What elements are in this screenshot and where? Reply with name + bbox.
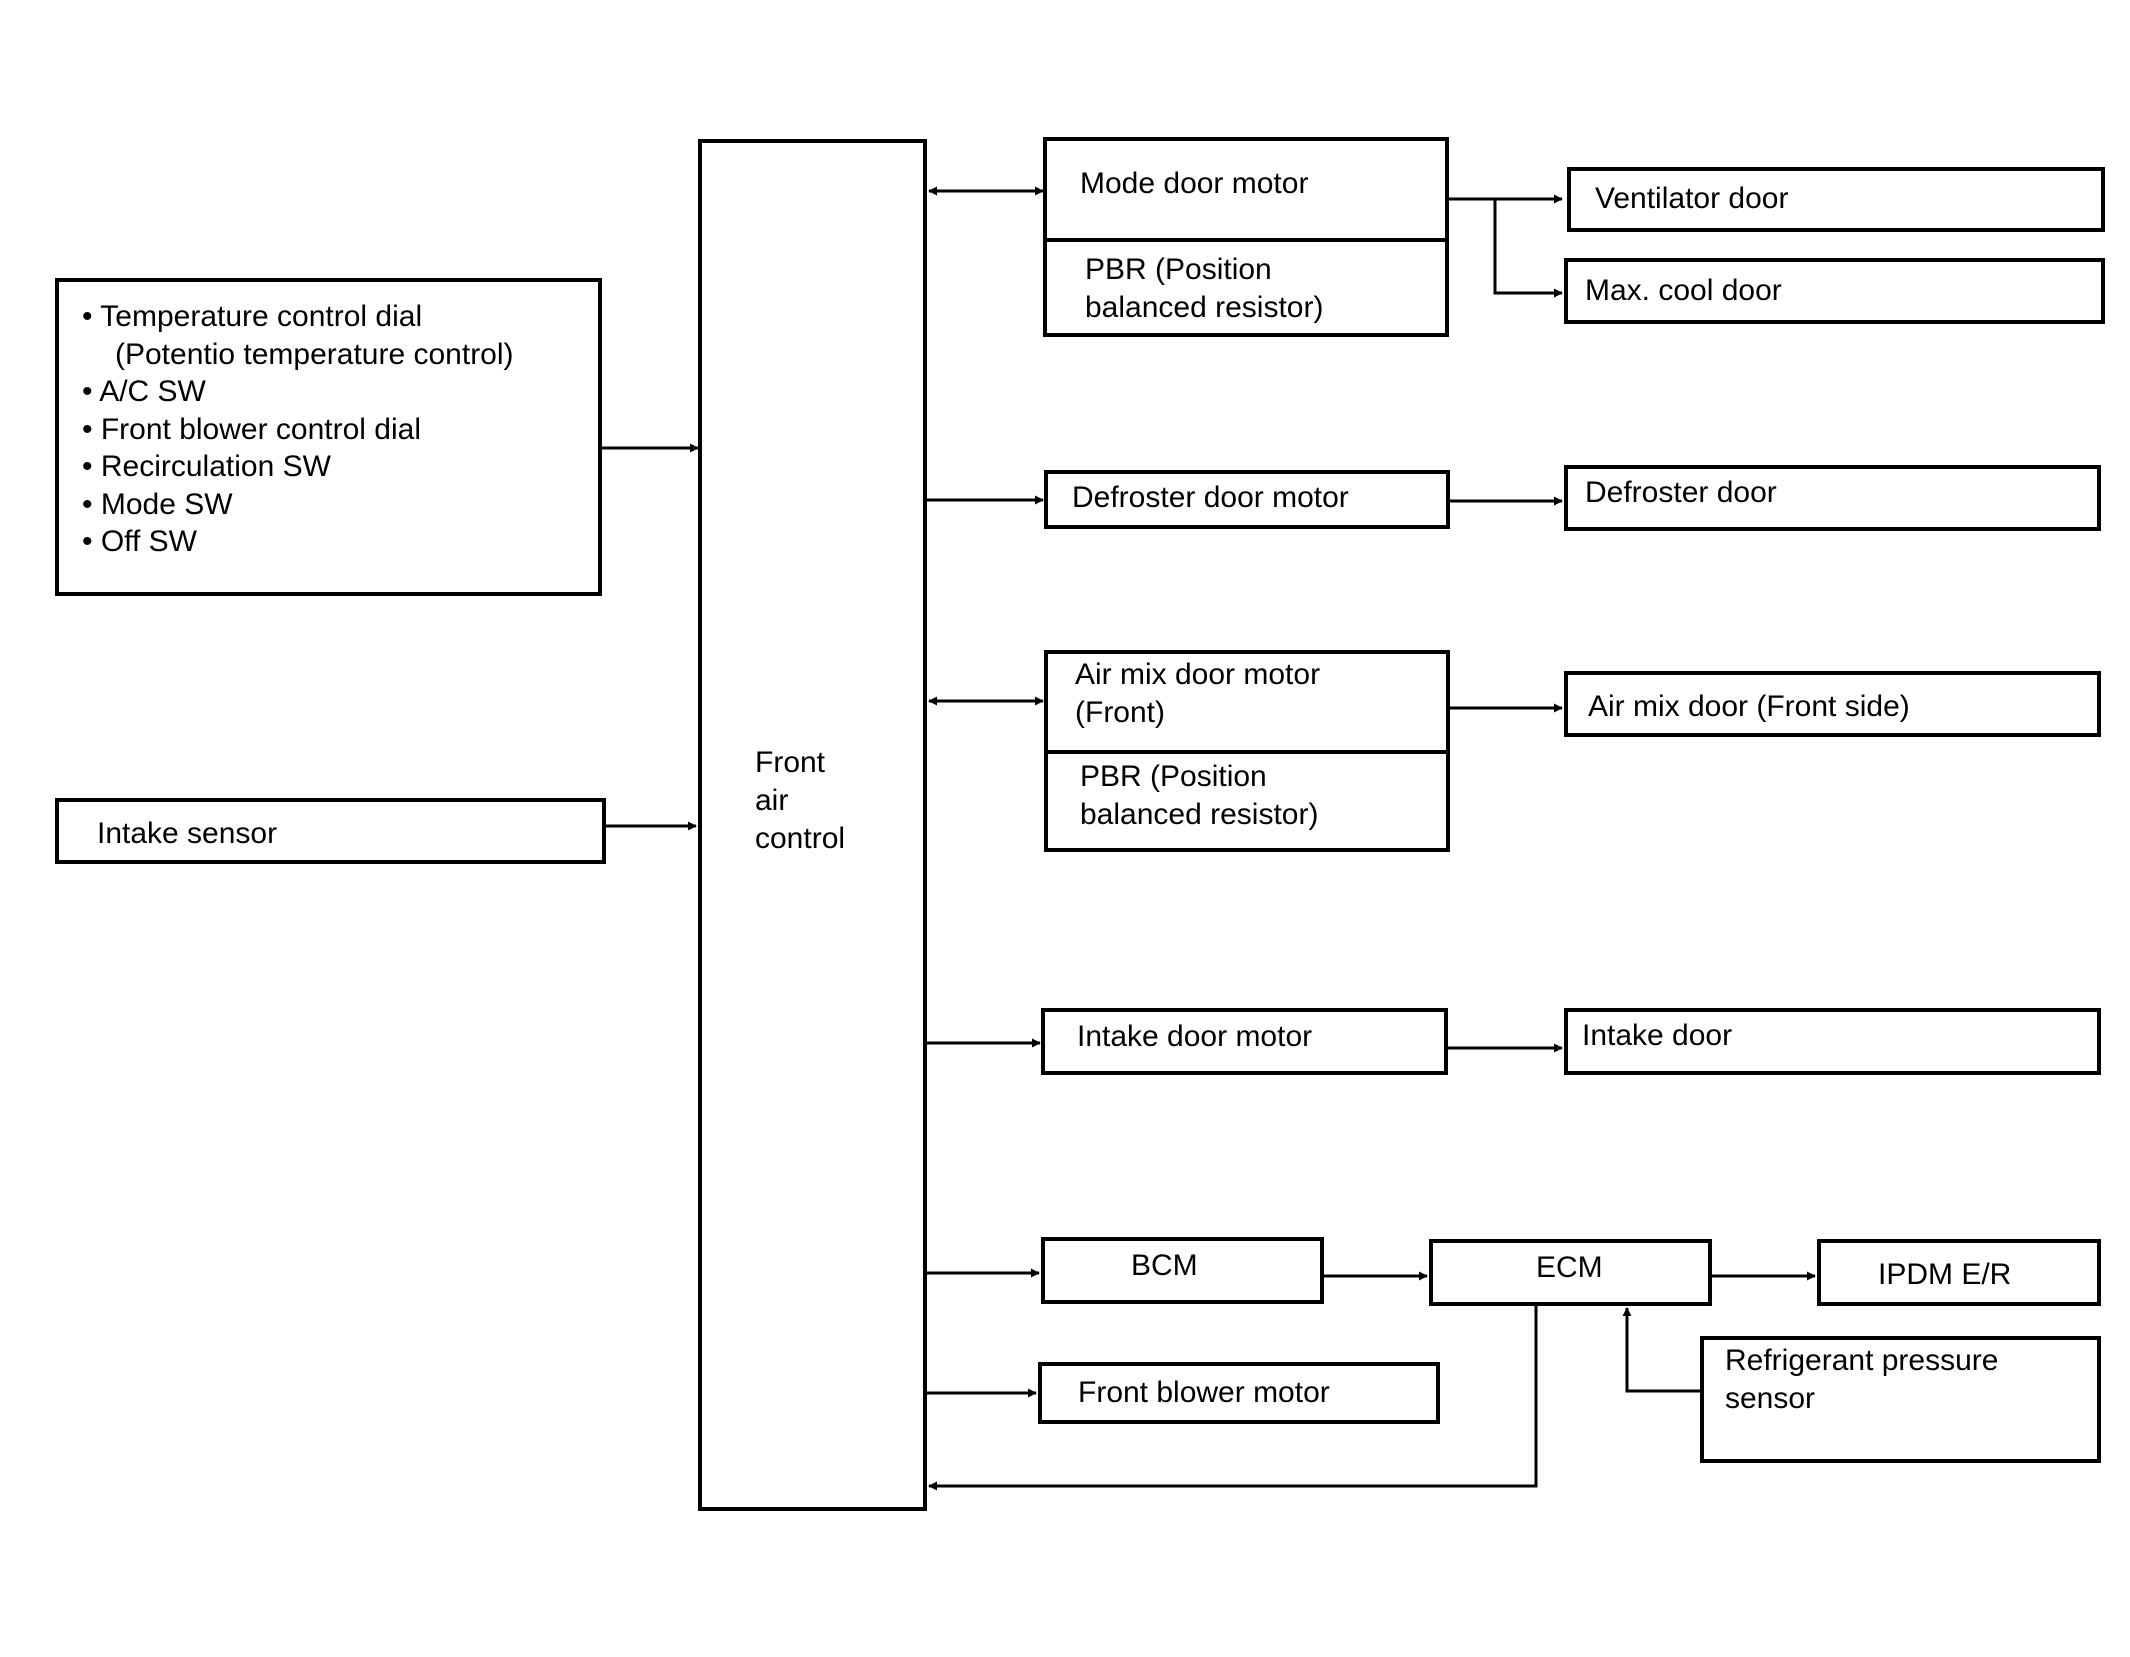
defroster-door-motor-label: Defroster door motor	[1072, 481, 1349, 514]
bullet-recirculation-sw: • Recirculation SW	[82, 450, 331, 483]
front-air-control-label-2: air	[755, 784, 789, 817]
intake-door-label: Intake door	[1582, 1019, 1733, 1052]
mode-door-motor-divider	[1043, 238, 1449, 242]
defroster-door-box	[1564, 465, 2101, 531]
air-mix-door-motor-label-2: (Front)	[1075, 696, 1165, 729]
control-panel-inputs-box	[55, 278, 602, 596]
air-mix-door-motor-label-1: Air mix door motor	[1075, 658, 1321, 691]
defroster-door-motor-box	[1044, 470, 1450, 529]
bullet-off-sw: • Off SW	[82, 525, 197, 558]
bullet-temperature-dial: • Temperature control dial	[82, 300, 423, 333]
mode-door-pbr-label-1: PBR (Position	[1085, 253, 1272, 286]
bullet-temperature-dial-note: (Potentio temperature control)	[115, 338, 514, 371]
ecm-box	[1429, 1239, 1712, 1306]
refrigerant-pressure-sensor-box	[1700, 1336, 2101, 1463]
arrow-refrigerant-sensor-to-ecm	[1622, 1307, 1700, 1393]
bullet-ac-sw: • A/C SW	[82, 375, 206, 408]
max-cool-door-label: Max. cool door	[1585, 274, 1782, 307]
front-air-control-label-1: Front	[755, 746, 826, 779]
bullet-front-blower-dial: • Front blower control dial	[82, 413, 421, 446]
refrigerant-sensor-label-2: sensor	[1725, 1382, 1816, 1415]
intake-sensor-box	[55, 798, 606, 864]
air-mix-door-label: Air mix door (Front side)	[1588, 690, 1910, 723]
front-blower-motor-label: Front blower motor	[1078, 1376, 1330, 1409]
mode-door-motor-box	[1043, 137, 1449, 337]
arrow-mode-motor-to-max-cool-door	[1493, 199, 1563, 298]
mode-door-pbr-label-2: balanced resistor)	[1085, 291, 1324, 324]
intake-door-motor-label: Intake door motor	[1077, 1020, 1313, 1053]
air-mix-door-box	[1564, 671, 2101, 737]
bcm-box	[1041, 1237, 1324, 1304]
intake-door-motor-box	[1041, 1008, 1448, 1075]
bullet-mode-sw: • Mode SW	[82, 488, 233, 521]
ventilator-door-label: Ventilator door	[1595, 182, 1789, 215]
air-mix-pbr-label-1: PBR (Position	[1080, 760, 1267, 793]
bcm-label: BCM	[1131, 1249, 1198, 1282]
ecm-label: ECM	[1536, 1251, 1603, 1284]
ipdm-box	[1817, 1239, 2101, 1306]
max-cool-door-box	[1564, 258, 2105, 324]
air-mix-door-motor-divider	[1044, 750, 1450, 754]
front-air-control-label-3: control	[755, 822, 846, 855]
intake-door-box	[1564, 1008, 2101, 1075]
ipdm-label: IPDM E/R	[1878, 1258, 2012, 1291]
intake-sensor-label: Intake sensor	[97, 817, 278, 850]
mode-door-motor-label: Mode door motor	[1080, 167, 1309, 200]
air-mix-pbr-label-2: balanced resistor)	[1080, 798, 1319, 831]
refrigerant-sensor-label-1: Refrigerant pressure	[1725, 1344, 1999, 1377]
front-air-control-box	[698, 139, 927, 1511]
ventilator-door-box	[1567, 167, 2105, 232]
defroster-door-label: Defroster door	[1585, 476, 1777, 509]
